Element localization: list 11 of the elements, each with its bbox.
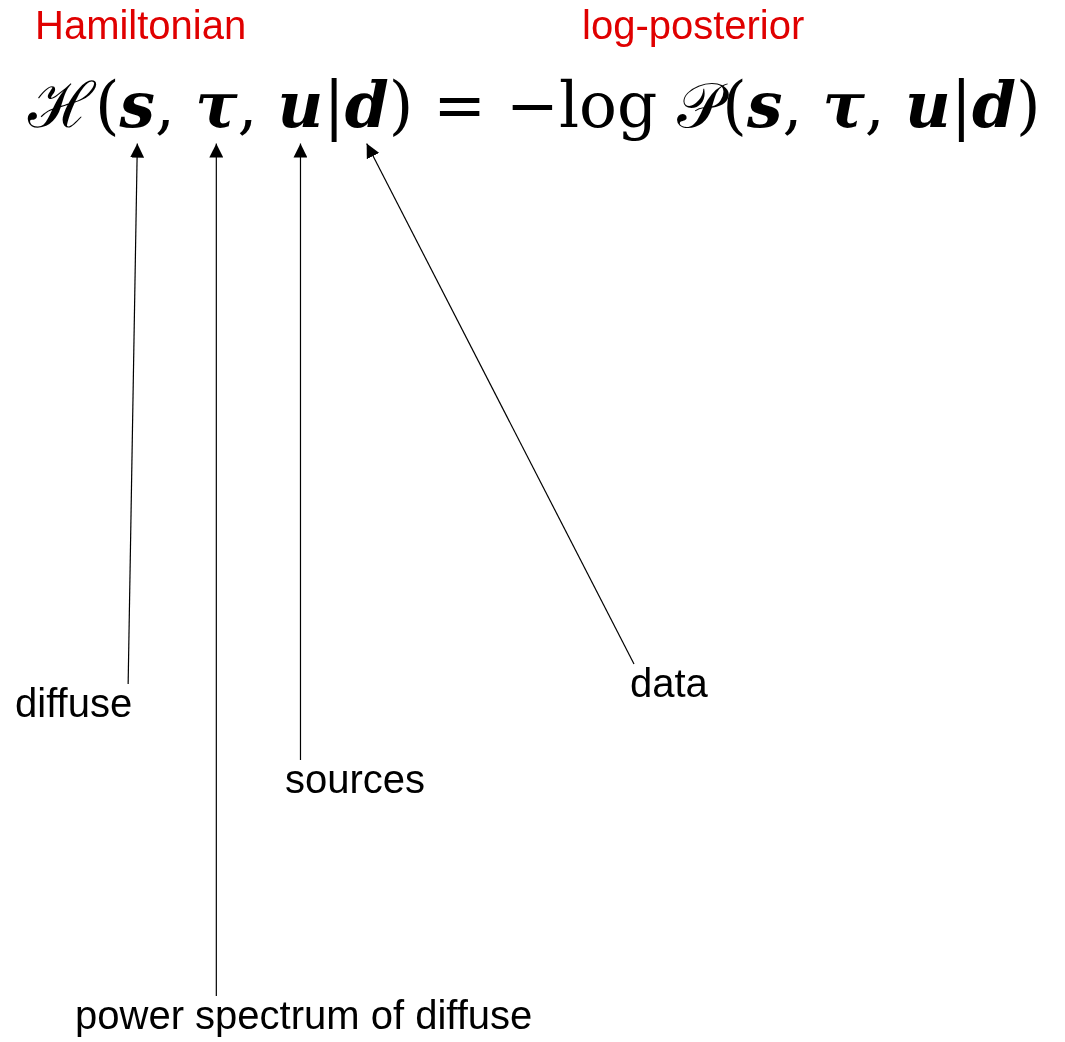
annotation-text: diffuse xyxy=(15,680,133,726)
leader-line xyxy=(127,143,145,685)
annotation-text: Hamiltonian xyxy=(35,2,247,48)
leader-line xyxy=(209,143,224,997)
annotation-text: sources xyxy=(285,756,426,802)
equation: ℋ(s, τ, u|d) = −log 𝒫(s, τ, u|d) xyxy=(28,68,1041,144)
annotation-text: power spectrum of diffuse xyxy=(75,992,533,1038)
annotation-text: log-posterior xyxy=(582,2,805,48)
leader-line xyxy=(293,143,308,761)
annotation-text: data xyxy=(630,660,708,706)
leader-line xyxy=(366,143,635,665)
